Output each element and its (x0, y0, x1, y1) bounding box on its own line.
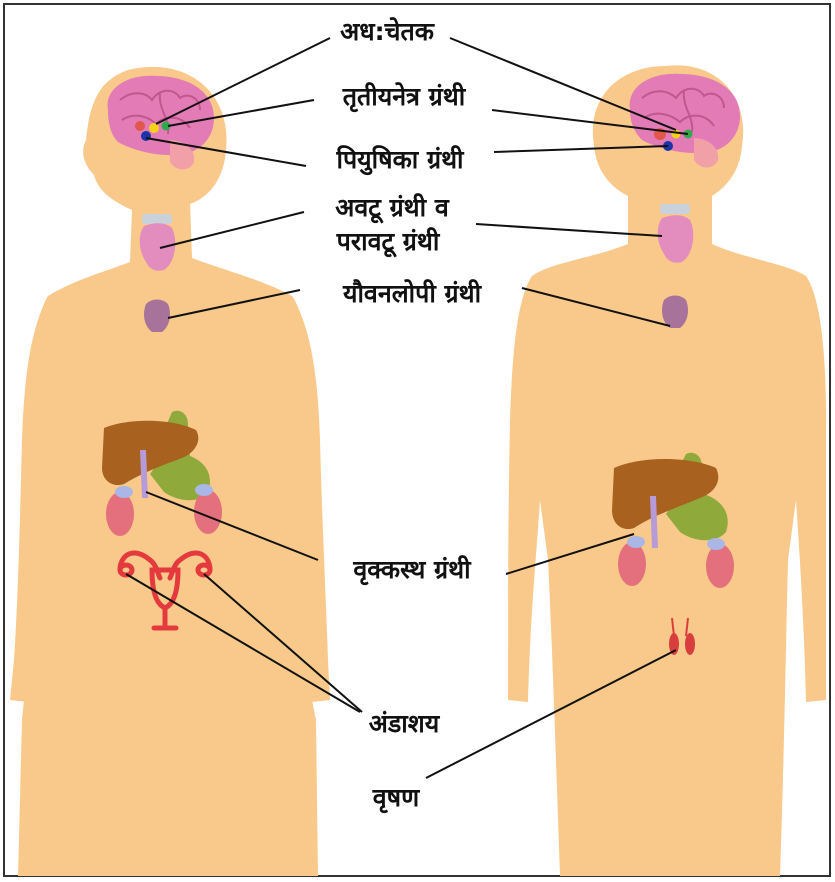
female-thymus (144, 300, 170, 333)
male-kidney-left (618, 542, 646, 586)
female-hypothalamus-dot (149, 123, 159, 133)
female-kidney-left (106, 492, 134, 536)
female-adrenal-left (115, 486, 133, 498)
male-adrenal-right (707, 538, 725, 550)
male-testis-right (685, 633, 695, 655)
male-thymus (662, 296, 688, 329)
label-thyroid-line-2: परावटू ग्रंथी (336, 227, 441, 258)
label-adrenal-gland: वृक्कस्थ ग्रंथी (352, 555, 472, 586)
female-adrenal-right (195, 484, 213, 496)
male-adrenal-left (627, 536, 645, 548)
label-pituitary-gland: पियुषिका ग्रंथी (335, 145, 465, 176)
label-hypothalamus: अध:चेतक (340, 17, 436, 46)
label-thyroid-line-1: अवटू ग्रंथी व (335, 193, 450, 224)
label-testis: वृषण (372, 783, 420, 814)
male-hypothalamus-dot (672, 130, 681, 139)
label-thymus-gland: यौवनलोपी ग्रंथी (342, 279, 483, 308)
male-kidney-right (706, 544, 734, 588)
label-ovary: अंडाशय (369, 709, 441, 738)
label-pineal-gland: तृतीयनेत्र ग्रंथी (342, 82, 467, 113)
